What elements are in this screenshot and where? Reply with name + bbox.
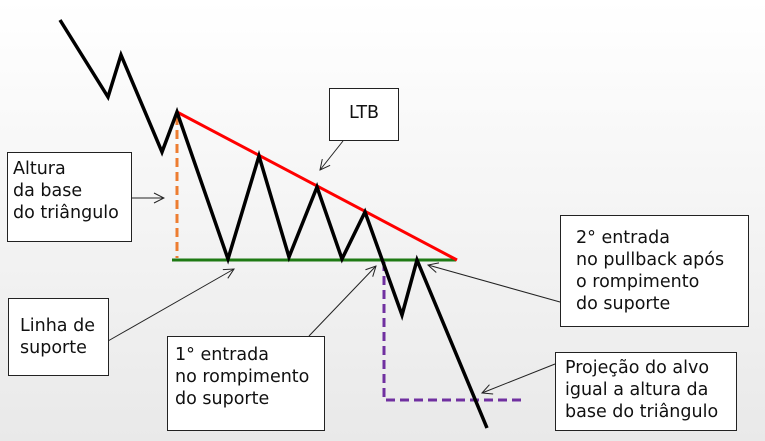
label-projecao: Projeção do alvo igual a altura da base … <box>555 352 737 431</box>
label-line: da base <box>13 181 83 201</box>
arrow-entrada2 <box>428 265 561 303</box>
label-line: 1° entrada <box>175 345 269 365</box>
arrow-linha <box>107 269 234 342</box>
projection-dashed-line <box>382 262 522 402</box>
label-ltb: LTB <box>329 88 399 141</box>
label-line: Projeção do alvo <box>565 358 710 378</box>
label-line: do suporte <box>576 294 671 314</box>
label-line: suporte <box>20 338 87 358</box>
label-linha-suporte: Linha de suporte <box>8 298 109 376</box>
label-entrada-1: 1° entrada no rompimento do suporte <box>167 336 325 431</box>
label-line: Linha de <box>20 316 95 336</box>
arrow-projecao <box>482 363 556 393</box>
price-path <box>58 19 489 429</box>
label-entrada-2: 2° entrada no pullback após o rompimento… <box>560 215 749 327</box>
label-line: do suporte <box>175 389 270 409</box>
label-line: no rompimento <box>175 367 310 387</box>
label-line: base do triângulo <box>565 402 719 422</box>
label-line: LTB <box>349 103 380 123</box>
label-line: Altura <box>13 159 66 179</box>
arrow-ltb <box>320 140 344 170</box>
label-line: igual a altura da <box>565 380 709 400</box>
label-line: 2° entrada <box>576 228 670 248</box>
arrow-entrada1 <box>308 266 376 337</box>
label-line: no pullback após <box>576 250 725 270</box>
label-line: o rompimento <box>576 272 700 292</box>
label-altura: Altura da base do triângulo <box>7 152 132 242</box>
label-line: do triângulo <box>13 203 119 223</box>
